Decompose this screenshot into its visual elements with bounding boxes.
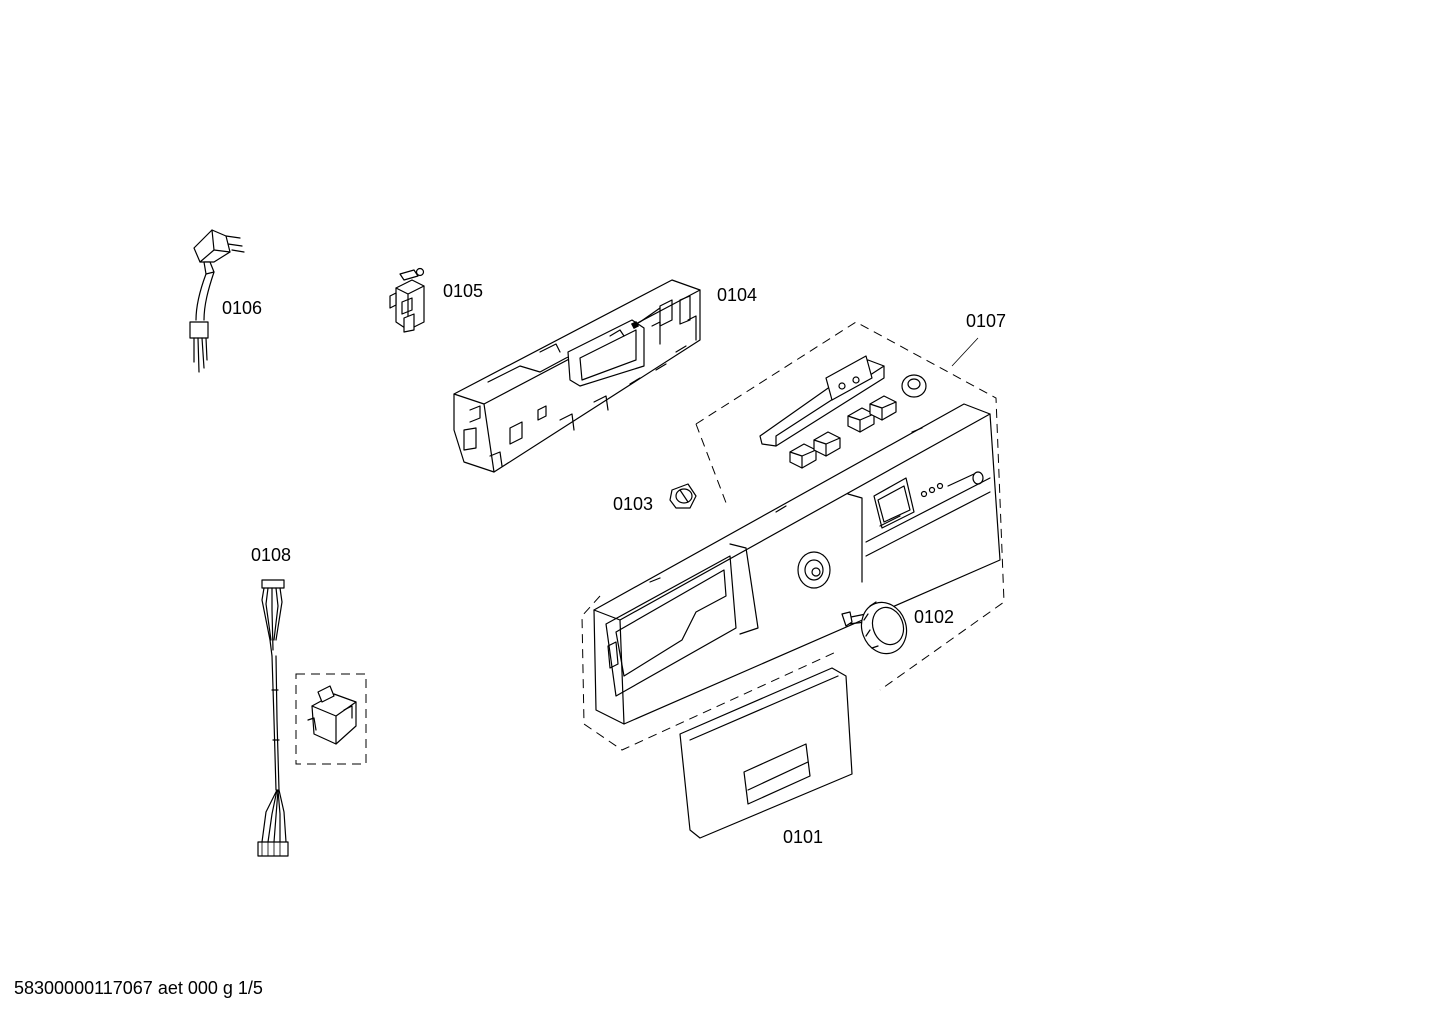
label-0103: 0103 — [613, 494, 653, 514]
drawing-reference: 58300000117067 aet 000 g 1/5 — [14, 978, 263, 998]
part-0102-selector-knob — [841, 601, 908, 655]
label-0104: 0104 — [717, 285, 757, 305]
label-0105: 0105 — [443, 281, 483, 301]
label-0107: 0107 — [966, 311, 1006, 331]
part-0106-power-cord — [189, 229, 245, 373]
label-0101: 0101 — [783, 827, 823, 847]
part-0107-button-set — [695, 321, 1005, 691]
label-0108: 0108 — [251, 545, 291, 565]
part-0103-small-knob — [669, 483, 697, 509]
label-0102: 0102 — [914, 607, 954, 627]
part-0105-sensor-module — [389, 267, 425, 333]
part-0108-cable-harness — [257, 579, 367, 857]
control-panel-fascia — [581, 403, 1001, 751]
part-0104-electronic-module — [453, 279, 701, 473]
label-0106: 0106 — [222, 298, 262, 318]
part-0101-drawer-handle — [679, 667, 853, 839]
